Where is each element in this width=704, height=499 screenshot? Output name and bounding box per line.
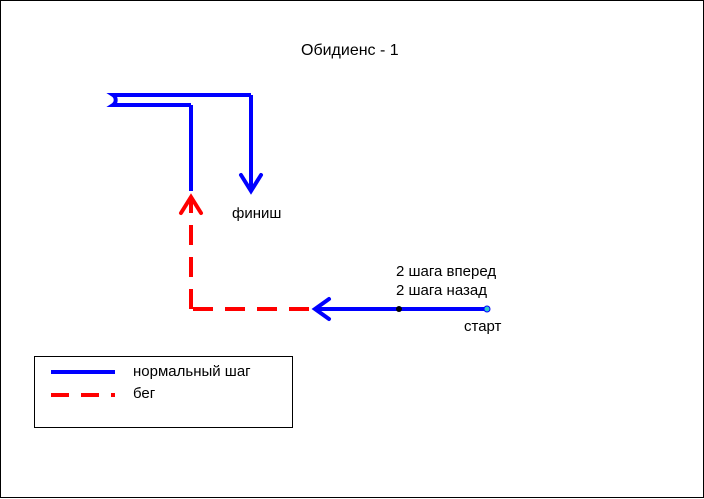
finish-label: финиш	[232, 205, 282, 222]
legend-swatches	[51, 370, 115, 397]
legend-box: нормальный шаг бег	[34, 356, 293, 428]
up-arrowhead	[179, 193, 203, 215]
start-dot	[483, 305, 491, 313]
steps-back-label: 2 шага назад	[396, 282, 487, 299]
start-label: старт	[464, 318, 502, 335]
left-arrowhead	[311, 297, 331, 321]
down-arrowhead	[239, 173, 263, 195]
normal-walk-loop	[106, 93, 251, 107]
legend-normal-label: нормальный шаг	[133, 363, 251, 380]
steps-forward-label: 2 шага вперед	[396, 263, 497, 280]
legend-run-label: бег	[133, 385, 156, 402]
diagram-title: Обидиенс - 1	[301, 42, 399, 59]
steps-marker-dot	[396, 306, 402, 312]
